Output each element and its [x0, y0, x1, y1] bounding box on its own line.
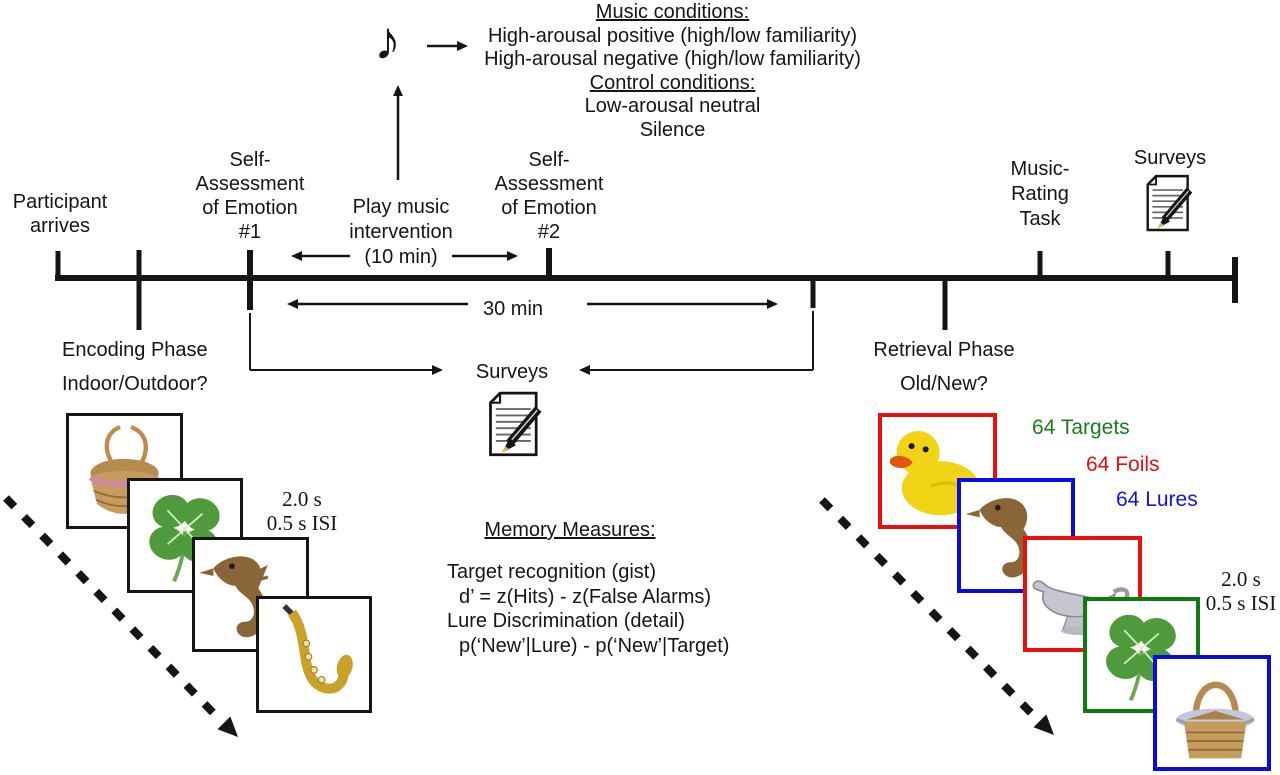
control-condition-1: Low-arousal neutral — [584, 95, 761, 117]
label-music-rating-task: Music- Rating Task — [1010, 158, 1070, 230]
label-retrieval-phase: Retrieval Phase — [873, 339, 1015, 361]
memory-line-dprime: d’ = z(Hits) - z(False Alarms) — [459, 585, 712, 608]
surveys-top-document-pencil-icon — [1144, 174, 1196, 234]
label-self-assessment-1: Self- Assessment of Emotion #1 — [195, 149, 305, 243]
music-note-icon: ♪ — [374, 11, 401, 71]
label-retrieval-timing: 2.0 s 0.5 s ISI — [1205, 567, 1277, 615]
label-surveys-top: Surveys — [1133, 147, 1207, 169]
label-surveys-mid: Surveys — [475, 361, 549, 383]
memory-line-lure: Lure Discrimination (detail) — [447, 610, 685, 632]
legend-lures: 64 Lures — [1116, 488, 1198, 511]
legend-foils: 64 Foils — [1086, 453, 1160, 476]
legend-targets: 64 Targets — [1032, 416, 1130, 439]
control-condition-2: Silence — [639, 118, 706, 141]
encoding-stimulus-saxophone — [256, 596, 372, 713]
label-30min: 30 min — [482, 298, 544, 320]
label-old-new: Old/New? — [900, 373, 988, 395]
memory-measures-block: Target recognition (gist) d’ = z(Hits) -… — [447, 560, 729, 658]
label-encoding-timing: 2.0 s 0.5 s ISI — [266, 487, 338, 535]
surveys-document-pencil-icon — [484, 391, 548, 459]
retrieval-stimulus-basket — [1153, 655, 1271, 771]
music-conditions-title: Music conditions: — [595, 1, 750, 23]
memory-line-target: Target recognition (gist) — [447, 561, 656, 583]
memory-line-p: p(‘New’|Lure) - p(‘New’|Target) — [459, 634, 730, 657]
memory-measures-title: Memory Measures: — [484, 519, 656, 541]
label-participant-arrives: Participant arrives — [12, 191, 108, 237]
label-play-music: Play music intervention (10 min) — [349, 196, 453, 268]
music-condition-2: High-arousal negative (high/low familiar… — [484, 48, 861, 70]
control-conditions-title: Control conditions: — [589, 71, 756, 94]
encoding-stimulus-seahorse — [192, 537, 309, 652]
conditions-block: Music conditions: High-arousal positive … — [400, 1, 945, 142]
label-self-assessment-2: Self- Assessment of Emotion #2 — [494, 149, 604, 243]
label-encoding-phase: Encoding Phase — [62, 339, 208, 361]
music-condition-1: High-arousal positive (high/low familiar… — [487, 24, 858, 47]
label-indoor-outdoor: Indoor/Outdoor? — [62, 373, 208, 395]
